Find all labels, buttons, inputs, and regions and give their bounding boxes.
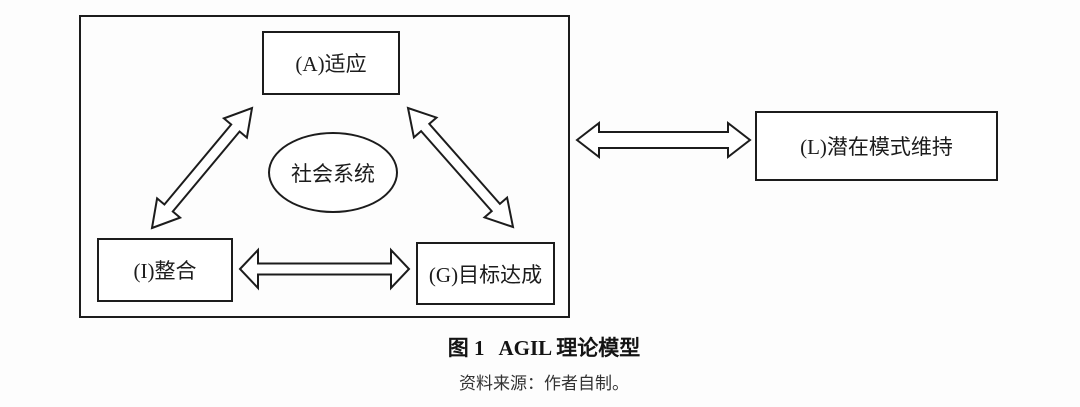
double-arrow-integration-adaptation-icon (150, 106, 254, 230)
double-arrow-adaptation-goal-icon (406, 106, 515, 229)
social-system-boundary-box (79, 15, 570, 318)
double-arrow-system-latent-icon (575, 120, 752, 160)
node-integration: (I)整合 (97, 238, 233, 302)
node-latent-pattern-maintenance: (L)潜在模式维持 (755, 111, 998, 181)
figure-caption: 图 1 AGIL 理论模型 (0, 332, 1080, 362)
node-goal-attainment: (G)目标达成 (416, 242, 555, 305)
figure-label: 图 1 (447, 336, 485, 360)
node-adaptation: (A)适应 (262, 31, 400, 95)
figure-title: AGIL 理论模型 (498, 336, 641, 360)
node-social-system: 社会系统 (268, 132, 398, 213)
double-arrow-integration-goal-icon (238, 247, 411, 291)
source-note: 资料来源：作者自制。 (459, 374, 629, 393)
